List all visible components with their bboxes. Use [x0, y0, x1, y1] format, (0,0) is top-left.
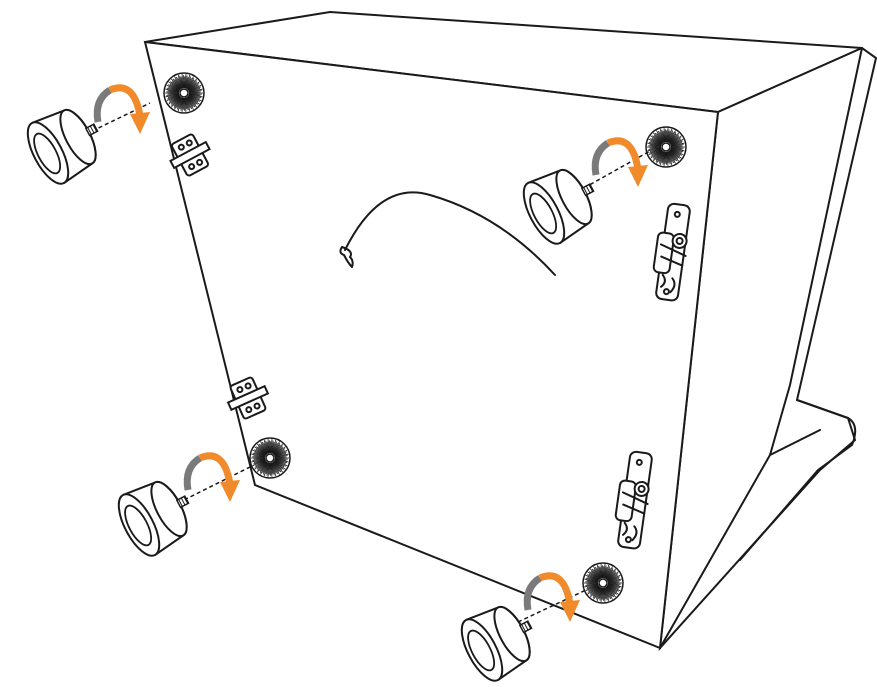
rotation-curve-icon	[108, 84, 144, 117]
felt-pad-top-left	[163, 72, 205, 114]
cabinet-base-edge	[739, 399, 857, 561]
rotation-tail-icon	[591, 140, 611, 176]
latch-upper	[652, 202, 691, 302]
cabinet	[143, 10, 877, 651]
rotation-tail-icon	[93, 87, 113, 123]
rotation-arrow-bottom-right	[523, 572, 580, 622]
foot-bottom-right	[460, 605, 533, 682]
rotation-tail-icon	[523, 575, 543, 611]
foot-icon	[26, 108, 99, 185]
cable-line	[344, 191, 556, 276]
hinge-top-left	[169, 133, 211, 177]
arrowhead-icon	[130, 112, 150, 134]
arrowhead-icon	[560, 600, 580, 622]
felt-pad-top-right	[645, 126, 687, 168]
rotation-arrow-bottom-left	[183, 452, 240, 502]
rotation-curve-icon	[606, 137, 642, 170]
felt-pad-bottom-left	[249, 437, 291, 479]
felt-pad-bottom-right	[582, 562, 624, 604]
foot-bottom-left	[117, 480, 190, 557]
foot-icon	[522, 168, 595, 245]
hinge-bottom-left	[226, 376, 270, 420]
cable	[339, 191, 556, 276]
latch-lower	[614, 450, 653, 550]
hinge-pin-icon	[169, 140, 211, 170]
guide-line-bottom-right	[517, 589, 587, 623]
foot-icon	[117, 480, 190, 557]
rotation-arrow-top-left	[93, 84, 150, 134]
cabinet-back-edge	[659, 47, 863, 649]
rotation-tail-icon	[183, 455, 203, 491]
rotation-curve-icon	[538, 572, 574, 605]
foot-top-right	[522, 168, 595, 245]
cable-end-icon	[339, 246, 354, 268]
foot-icon	[460, 605, 533, 682]
cabinet-front-face	[143, 40, 720, 650]
rotation-arrow-top-right	[591, 137, 648, 187]
foot-top-left	[26, 108, 99, 185]
hinge-pin-icon	[226, 384, 270, 412]
arrowhead-icon	[220, 480, 240, 502]
arrowhead-icon	[628, 165, 648, 187]
rotation-curve-icon	[198, 452, 234, 485]
guide-line-top-right	[583, 150, 651, 189]
